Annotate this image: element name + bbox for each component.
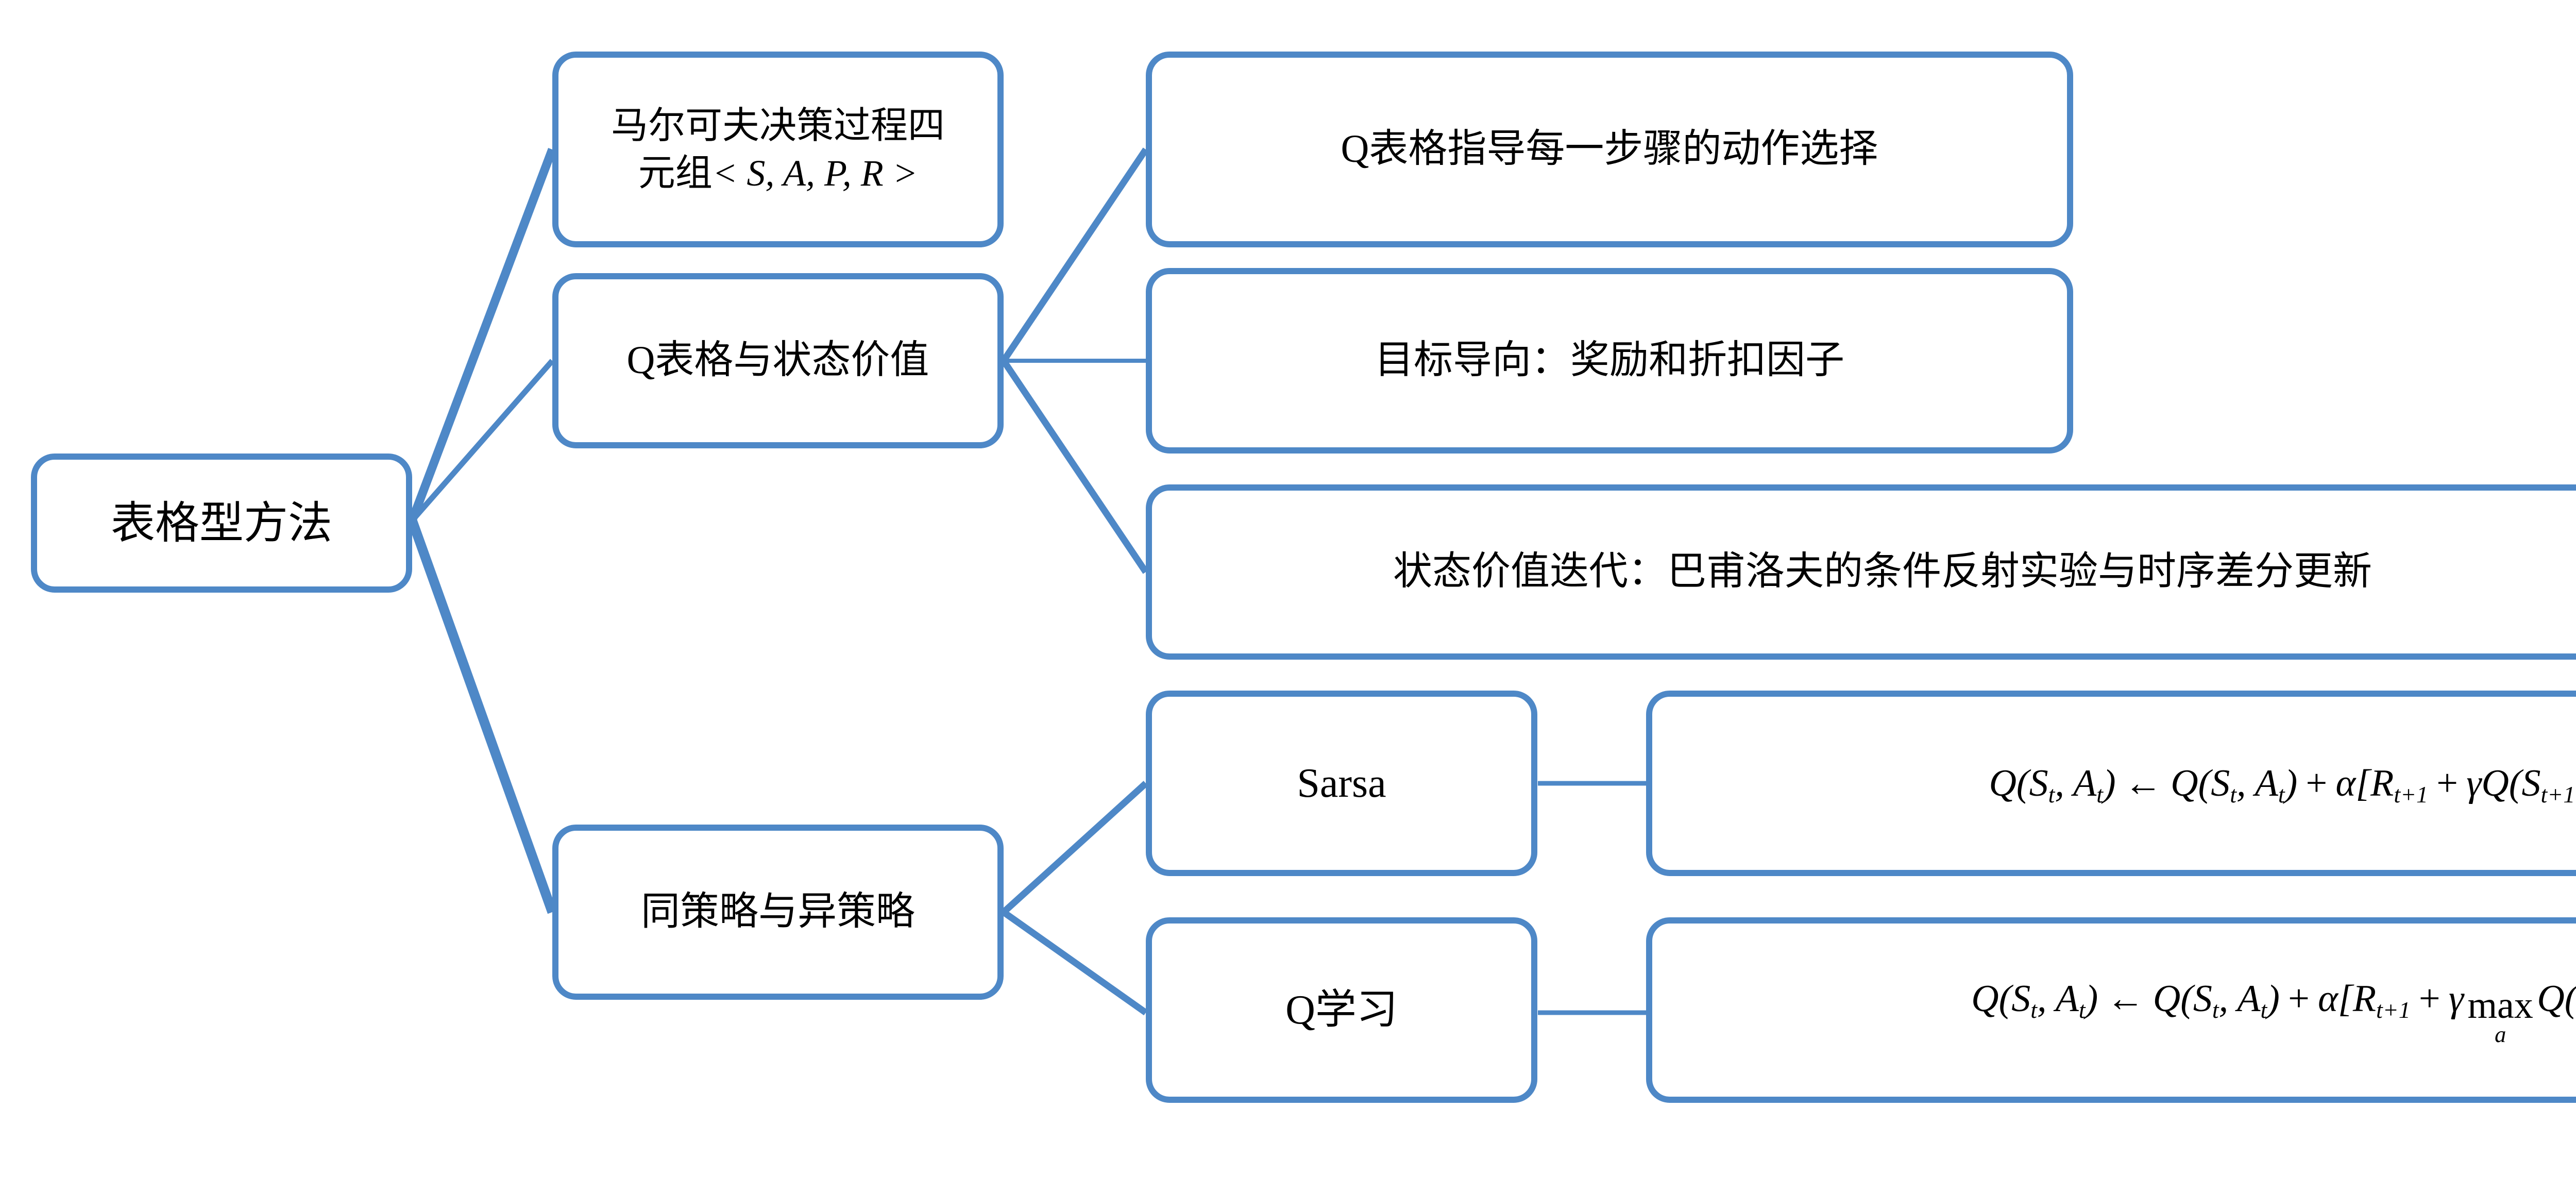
node-mdp-line2-cjk: 元组 bbox=[638, 153, 713, 194]
node-qlearning-label: Q学习 bbox=[1285, 987, 1398, 1033]
node-mdp-line2-math: < S, A, P, R > bbox=[712, 153, 918, 194]
connector-qtable-to-value-iteration bbox=[1001, 359, 1149, 574]
connector-root-to-policy bbox=[408, 518, 557, 914]
connector-policy-to-sarsa bbox=[1001, 781, 1148, 915]
connector-qtable-to-action-selection bbox=[1001, 147, 1149, 363]
node-action-selection[interactable]: Q表格指导每一步骤的动作选择 bbox=[1146, 52, 2073, 247]
node-sarsa-formula[interactable]: Q(St, At)←Q(St, At)+α[Rt+1+γQ(St+1, At+1… bbox=[1646, 691, 2576, 876]
node-goal-oriented-label: 目标导向：奖励和折扣因子 bbox=[1375, 339, 1844, 382]
connector-root-to-mdp bbox=[408, 147, 556, 523]
node-mdp[interactable]: 马尔可夫决策过程四 元组< S, A, P, R > bbox=[552, 52, 1004, 247]
node-policy-label: 同策略与异策略 bbox=[641, 890, 915, 934]
sarsa-formula-expression: Q(St, At)←Q(St, At)+α[Rt+1+γQ(St+1, At+1… bbox=[1989, 762, 2576, 808]
node-policy[interactable]: 同策略与异策略 bbox=[552, 825, 1004, 1000]
root-node[interactable]: 表格型方法 bbox=[31, 454, 412, 593]
node-value-iteration-label: 状态价值迭代：巴甫洛夫的条件反射实验与时序差分更新 bbox=[1393, 550, 2372, 594]
node-action-selection-label: Q表格指导每一步骤的动作选择 bbox=[1341, 127, 1878, 171]
node-sarsa[interactable]: Sarsa bbox=[1146, 691, 1537, 876]
node-mdp-line1: 马尔可夫决策过程四 bbox=[611, 105, 945, 146]
node-qlearning[interactable]: Q学习 bbox=[1146, 917, 1537, 1103]
root-node-label: 表格型方法 bbox=[111, 498, 332, 548]
node-goal-oriented[interactable]: 目标导向：奖励和折扣因子 bbox=[1146, 268, 2073, 454]
node-qtable[interactable]: Q表格与状态价值 bbox=[552, 273, 1004, 448]
node-qtable-label: Q表格与状态价值 bbox=[626, 339, 929, 382]
node-sarsa-label: Sarsa bbox=[1297, 760, 1386, 806]
connector-root-to-qtable bbox=[410, 359, 555, 523]
node-qlearning-formula[interactable]: Q(St, At)←Q(St, At)+α[Rt+1+γmaxaQ(St+1, … bbox=[1646, 917, 2576, 1103]
connector-policy-to-qlearning bbox=[1002, 909, 1148, 1016]
node-mdp-label: 马尔可夫决策过程四 元组< S, A, P, R > bbox=[598, 102, 958, 197]
node-value-iteration[interactable]: 状态价值迭代：巴甫洛夫的条件反射实验与时序差分更新 bbox=[1146, 484, 2576, 660]
qlearning-formula-expression: Q(St, At)←Q(St, At)+α[Rt+1+γmaxaQ(St+1, … bbox=[1971, 977, 2576, 1047]
